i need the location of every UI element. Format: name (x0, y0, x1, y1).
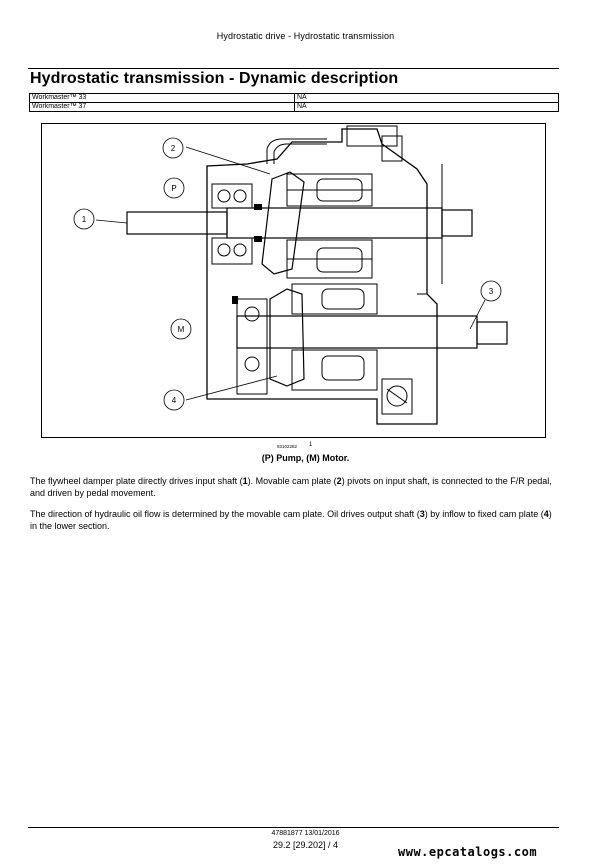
callout-2: 2 (162, 137, 184, 159)
callout-1-label: 1 (82, 215, 87, 224)
table-row: Workmaster™ 33 NA (29, 93, 559, 103)
callout-2-label: 2 (171, 144, 176, 153)
transmission-diagram: 2 P 1 M 3 4 (41, 123, 546, 438)
model-applicability-table: Workmaster™ 33 NA Workmaster™ 37 NA (29, 93, 559, 112)
callout-p: P (163, 177, 185, 199)
value-cell: NA (294, 93, 559, 103)
figure-caption: (P) Pump, (M) Motor. (261, 453, 350, 463)
model-cell: Workmaster™ 37 (29, 102, 295, 112)
page-title: Hydrostatic transmission - Dynamic descr… (30, 70, 399, 87)
callout-p-label: P (171, 184, 176, 193)
callout-4: 4 (163, 389, 185, 411)
watermark: www.epcatalogs.com (398, 845, 538, 859)
figure-number: 1 (309, 442, 313, 448)
paragraph-1: The flywheel damper plate directly drive… (30, 475, 560, 499)
text-run: ) by inflow to fixed cam plate ( (424, 509, 544, 519)
transmission-drawing: 2 P 1 M 3 4 (73, 125, 508, 425)
callout-m: M (170, 318, 192, 340)
callout-m-label: M (178, 325, 185, 334)
callout-3-label: 3 (489, 287, 494, 296)
reference-number: 4 (543, 509, 549, 519)
model-cell: Workmaster™ 33 (29, 93, 295, 103)
text-run: The direction of hydraulic oil flow is d… (30, 509, 420, 519)
callout-3: 3 (480, 280, 502, 302)
callout-1: 1 (73, 208, 95, 230)
callout-4-label: 4 (172, 396, 177, 405)
footer-page-number: 29.2 [29.202] / 4 (272, 840, 339, 850)
text-run: ). Movable cam plate ( (247, 476, 337, 486)
paragraph-2: The direction of hydraulic oil flow is d… (30, 508, 560, 532)
table-row: Workmaster™ 37 NA (29, 102, 559, 112)
running-header: Hydrostatic drive - Hydrostatic transmis… (216, 31, 395, 41)
reference-number: 3 (419, 509, 425, 519)
title-rule (28, 68, 559, 69)
reference-number: 2 (336, 476, 342, 486)
text-run: The flywheel damper plate directly drive… (30, 476, 243, 486)
value-cell: NA (294, 102, 559, 112)
reference-number: 1 (242, 476, 248, 486)
text-run: ) in the lower section. (30, 509, 552, 531)
footer-rule (28, 827, 559, 828)
footer-document-ref: 47881877 13/01/2016 (271, 830, 340, 837)
figure-code: 93102282 (277, 444, 298, 449)
text-run: ) pivots on input shaft, is connected to… (30, 476, 552, 498)
